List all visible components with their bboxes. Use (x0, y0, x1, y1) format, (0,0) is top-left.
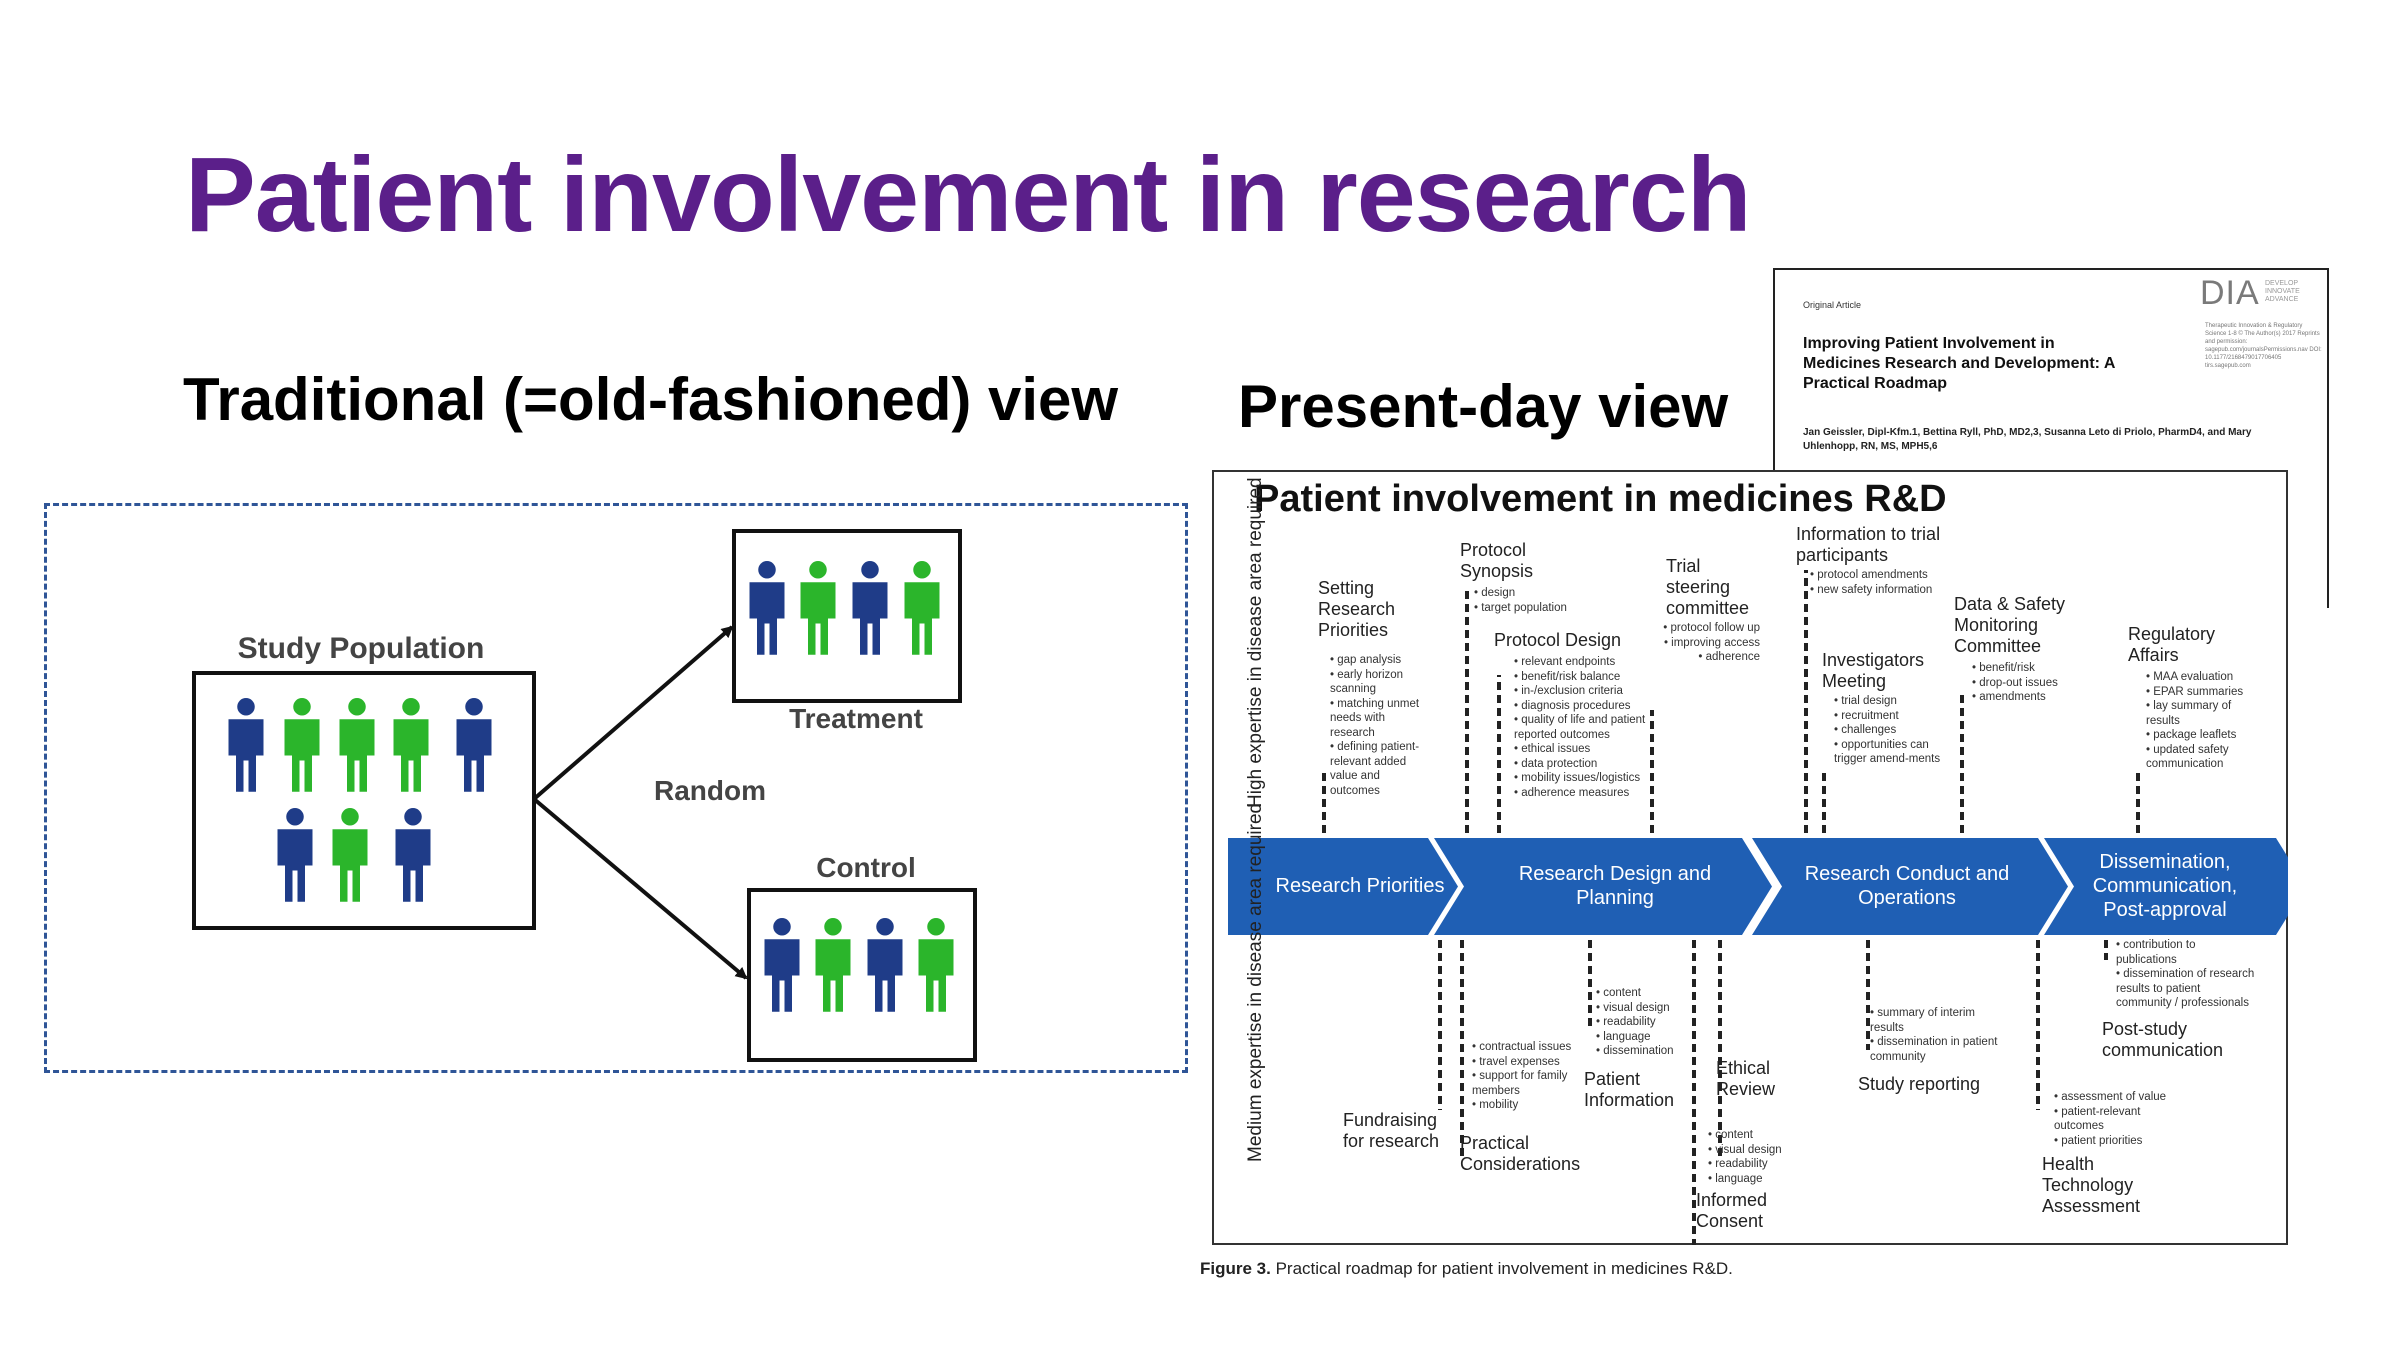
group-title: Fundraising for research (1343, 1110, 1440, 1151)
group-fundraising: Fundraising for research (1343, 1110, 1463, 1152)
person-icon (867, 918, 903, 1012)
group-bullets: • protocol follow up • improving access … (1663, 622, 1760, 663)
person-icon (284, 698, 320, 792)
person-icon (277, 808, 313, 902)
group-bullets: • contribution to publications • dissemi… (2116, 939, 2255, 1009)
caption-label: Figure 3. (1200, 1259, 1271, 1278)
group-bullets: • contractual issues • travel expenses •… (1472, 1041, 1572, 1111)
group-post-study-communication: • contribution to publications • dissemi… (2102, 938, 2262, 1061)
person-icon (764, 918, 800, 1012)
article-title: Improving Patient Involvement in Medicin… (1803, 335, 2115, 392)
arrow-stage-3 (1752, 838, 2068, 935)
present-view-heading: Present-day view (1238, 373, 1729, 440)
group-title: Investigators Meeting (1822, 650, 1925, 691)
dia-logo: DIA (2200, 274, 2260, 312)
person-icon (904, 561, 940, 655)
group-bullets: • assessment of value • patient-relevant… (2054, 1091, 2167, 1147)
treatment-label: Treatment (789, 703, 923, 734)
control-label: Control (816, 852, 916, 883)
group-protocol-design: Protocol Design • relevant endpoints • b… (1494, 630, 1664, 800)
article-type-label: Original Article (1803, 300, 1862, 310)
group-title: Informed Consent (1696, 1190, 1768, 1231)
study-population-label: Study Population (238, 632, 485, 665)
group-title: Protocol Synopsis (1460, 540, 1534, 581)
person-icon (800, 561, 836, 655)
stage-dissemination: Dissemination, Communication, Post-appro… (2092, 851, 2238, 921)
person-icon (395, 808, 431, 902)
roadmap-stage-bar (1228, 570, 2288, 1245)
group-trial-steering-committee: Trial steering committee • protocol foll… (1640, 556, 1760, 665)
group-title: Patient Information (1584, 1068, 1675, 1110)
group-bullets: • relevant endpoints • benefit/risk bala… (1514, 656, 1646, 799)
person-icon (918, 918, 954, 1012)
axis-label-high: High expertise in disease area required (1245, 477, 1266, 808)
group-bullets: • content • visual design • readability … (1596, 987, 1674, 1057)
traditional-view-heading: Traditional (=old-fashioned) view (183, 366, 1119, 433)
stage-research-priorities: Research Priorities (1275, 875, 1445, 897)
group-ethical-review: Ethical Review (1716, 1058, 1806, 1100)
group-protocol-synopsis: Protocol Synopsis • design • target popu… (1460, 540, 1580, 615)
caption-text: Practical roadmap for patient involvemen… (1275, 1259, 1733, 1278)
group-informed-consent: • content • visual design • readability … (1696, 1128, 1806, 1232)
person-icon (456, 698, 492, 792)
group-title: Practical Considerations (1460, 1132, 1581, 1174)
arrow-to-control (532, 797, 748, 980)
slide-title: Patient involvement in research (185, 136, 1751, 254)
person-icon (852, 561, 888, 655)
person-icon (339, 698, 375, 792)
group-bullets: • benefit/risk • drop-out issues • amend… (1972, 662, 2058, 703)
person-icon (815, 918, 851, 1012)
group-title: Setting Research Priorities (1318, 578, 1396, 640)
group-patient-information: • content • visual design • readability … (1584, 986, 1694, 1111)
group-setting-research-priorities: Setting Research Priorities • gap analys… (1318, 578, 1428, 798)
group-health-technology-assessment: • assessment of value • patient-relevant… (2042, 1090, 2172, 1217)
group-title: Data & Safety Monitoring Committee (1954, 594, 2066, 656)
person-icon (332, 808, 368, 902)
article-meta: Therapeutic Innovation & Regulatory Scie… (2205, 323, 2322, 369)
group-title: Trial steering committee (1666, 556, 1750, 618)
traditional-diagram: Study Population Treatment Control Rando… (192, 529, 977, 1062)
group-title: Regulatory Affairs (2128, 624, 2216, 665)
group-title: Post-study communication (2102, 1018, 2224, 1060)
group-investigators-meeting: Investigators Meeting • trial design • r… (1822, 650, 1952, 767)
person-icon (749, 561, 785, 655)
person-icon (393, 698, 429, 792)
stage-research-design: Research Design and Planning (1518, 863, 1712, 909)
group-bullets: • summary of interim results • dissemina… (1870, 1007, 1998, 1063)
roadmap-figure-title: Patient involvement in medicines R&D (1254, 478, 1947, 520)
group-data-safety-committee: Data & Safety Monitoring Committee • ben… (1954, 594, 2084, 705)
stage-research-conduct: Research Conduct and Operations (1804, 863, 2010, 909)
arrow-to-treatment (532, 625, 734, 801)
traditional-diagram-frame (44, 503, 1188, 1073)
people-figures (228, 561, 954, 1012)
group-bullets: • content • visual design • readability … (1708, 1129, 1782, 1185)
arrow-stage-1 (1228, 838, 1458, 935)
article-authors: Jan Geissler, Dipl-Kfm.1, Bettina Ryll, … (1803, 427, 2252, 452)
group-title: Study reporting (1858, 1074, 1981, 1094)
group-regulatory-affairs: Regulatory Affairs • MAA evaluation • EP… (2128, 624, 2258, 772)
group-bullets: • design • target population (1474, 587, 1567, 614)
group-title: Protocol Design (1494, 630, 1622, 650)
group-title: Health Technology Assessment (2042, 1154, 2141, 1216)
group-bullets: • protocol amendments • new safety infor… (1810, 569, 1933, 596)
arrow-stage-4 (2044, 838, 2288, 935)
arrow-stage-2 (1434, 838, 1772, 935)
group-practical-considerations: • contractual issues • travel expenses •… (1460, 1040, 1600, 1175)
group-bullets: • gap analysis • early horizon scanning … (1330, 654, 1420, 797)
dia-logo-tagline: DEVELOP INNOVATE ADVANCE (2265, 280, 2300, 303)
group-title: Information to trial participants (1796, 524, 1941, 565)
figure-caption: Figure 3. Practical roadmap for patient … (1200, 1259, 1733, 1279)
group-information-to-participants: Information to trial participants • prot… (1796, 524, 1976, 597)
group-study-reporting: • summary of interim results • dissemina… (1858, 1006, 1998, 1095)
group-title: Ethical Review (1716, 1058, 1776, 1099)
person-icon (228, 698, 264, 792)
group-bullets: • trial design • recruitment • challenge… (1834, 695, 1941, 765)
study-population-box (192, 671, 536, 930)
group-bullets: • MAA evaluation • EPAR summaries • lay … (2146, 671, 2244, 770)
random-label: Random (654, 775, 766, 806)
